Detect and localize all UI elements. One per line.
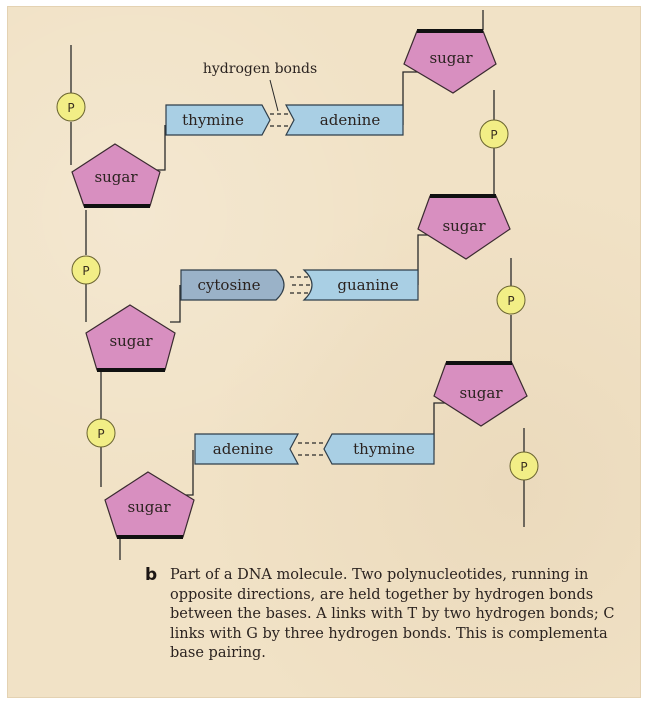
hydrogen-bonds-1 xyxy=(270,113,292,127)
left-sugar-3-label: sugar xyxy=(127,498,171,516)
caption-line-2: opposite directions, are held together b… xyxy=(170,586,594,603)
thymine-base-1 xyxy=(165,104,271,136)
hydrogen-bonds-3 xyxy=(298,442,324,456)
guanine-base xyxy=(302,269,419,301)
adenine-base-1 xyxy=(285,104,404,136)
right-sugar-3: sugar xyxy=(433,361,528,427)
right-phosphate-2: P xyxy=(496,285,526,315)
adenine-base-2 xyxy=(194,433,299,465)
left-sugar-1-label: sugar xyxy=(94,168,138,186)
left-backbone xyxy=(70,45,121,560)
caption-line-1: Part of a DNA molecule. Two polynucleoti… xyxy=(170,567,589,583)
caption-line-4: links with G by three hydrogen bonds. Th… xyxy=(170,625,608,642)
left-sugar-2: sugar xyxy=(85,304,176,372)
hydrogen-bonds-label: hydrogen bonds xyxy=(203,61,317,77)
right-sugar-2-label: sugar xyxy=(442,217,486,235)
adenine-label-1: adenine xyxy=(320,111,381,129)
base-pair-2: cytosine guanine xyxy=(180,269,419,301)
right-phosphate-1: P xyxy=(479,119,509,149)
hydrogen-bonds-2 xyxy=(290,276,314,294)
right-sugar-3-label: sugar xyxy=(459,384,503,402)
cytosine-base xyxy=(180,269,285,301)
caption-letter: b xyxy=(145,565,158,585)
left-sugar-1: sugar xyxy=(71,143,161,208)
adenine-label-2: adenine xyxy=(213,440,274,458)
left-phosphate-3: P xyxy=(86,418,116,448)
right-sugar-1: sugar xyxy=(403,29,497,94)
right-phosphate-1-label: P xyxy=(490,128,497,142)
caption-line-3: between the bases. A links with T by two… xyxy=(170,606,615,622)
thymine-label-1: thymine xyxy=(182,111,244,129)
right-sugar-2: sugar xyxy=(417,194,511,260)
right-phosphate-3: P xyxy=(509,451,539,481)
left-phosphate-2-label: P xyxy=(82,264,89,278)
thymine-base-2 xyxy=(323,433,435,465)
base-pair-1: thymine adenine xyxy=(165,104,404,136)
left-phosphate-1: P xyxy=(56,92,86,122)
base-pair-3: adenine thymine xyxy=(194,433,435,465)
left-phosphate-1-label: P xyxy=(67,101,74,115)
cytosine-label: cytosine xyxy=(198,276,261,294)
left-sugar-2-label: sugar xyxy=(109,332,153,350)
left-sugar-3: sugar xyxy=(104,471,195,539)
right-backbone xyxy=(482,10,525,527)
caption-line-5: base pairing. xyxy=(170,645,266,661)
left-phosphate-2: P xyxy=(71,255,101,285)
right-phosphate-2-label: P xyxy=(507,294,514,308)
caption: Part of a DNA molecule. Two polynucleoti… xyxy=(170,566,634,664)
right-phosphate-3-label: P xyxy=(520,460,527,474)
guanine-label: guanine xyxy=(337,276,398,294)
left-phosphate-3-label: P xyxy=(97,427,104,441)
thymine-label-2: thymine xyxy=(353,440,415,458)
hydrogen-bonds-pointer xyxy=(269,79,279,112)
right-sugar-1-label: sugar xyxy=(429,49,473,67)
